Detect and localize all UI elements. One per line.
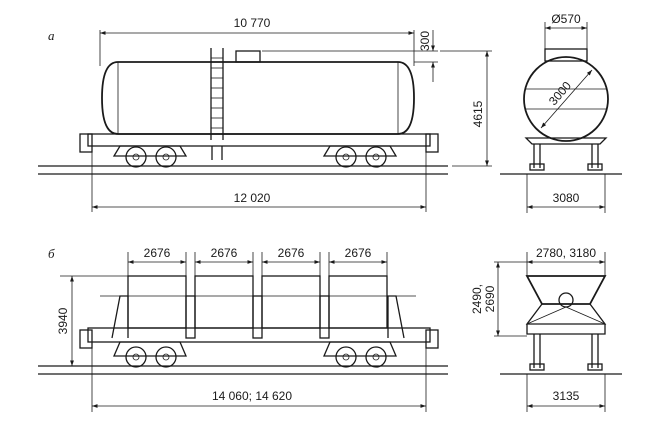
dim-top-width: 2780, 3180 (536, 246, 596, 260)
dim-dome-height: 300 (418, 31, 432, 51)
right-bogie (322, 145, 398, 157)
underframe (87, 133, 431, 147)
dim-car-length-a: 12 020 (234, 191, 271, 205)
dim-tank-length: 10 770 (234, 16, 271, 30)
right-buffer (425, 133, 439, 153)
dim-tank-diameter: 3000 (546, 78, 574, 108)
hopper-bottom (525, 303, 607, 325)
ladder-rungs (211, 57, 223, 129)
container (127, 275, 187, 329)
wheels-a (125, 146, 387, 168)
right-bogie-b (323, 341, 397, 357)
underframe-b (87, 327, 431, 343)
dim-end-width-b: 3135 (553, 389, 580, 403)
tank-end-dome (544, 48, 588, 62)
end-post (387, 295, 405, 339)
dim-container-2: 2676 (211, 246, 238, 260)
right-buffer-b (425, 329, 439, 349)
dim-container-1: 2676 (144, 246, 171, 260)
dim-height-b: 3940 (56, 307, 70, 334)
view-a-end: 3000 Ø570 3080 (500, 12, 622, 213)
left-bogie-b (113, 341, 187, 357)
tank-end-circle (523, 56, 609, 142)
dim-hopper-h2: 2690 (483, 285, 497, 312)
left-buffer-b (79, 329, 93, 349)
dim-car-length-b: 14 060; 14 620 (212, 389, 292, 403)
dim-total-height: 4615 (471, 100, 485, 127)
wheels-b (125, 346, 387, 368)
dim-hopper-h1: 2490, (470, 284, 484, 314)
container (194, 275, 254, 329)
left-buffer (79, 133, 93, 153)
end-frame (524, 137, 608, 145)
end-post (111, 295, 129, 339)
dim-dome-diameter: Ø570 (551, 12, 581, 26)
hopper-top (525, 275, 607, 305)
view-b-label: б (48, 246, 55, 261)
view-a-label: а (48, 28, 55, 43)
end-frame-b (526, 324, 606, 335)
dim-container-4: 2676 (345, 246, 372, 260)
dim-line-tank-diameter (540, 69, 593, 129)
container (328, 275, 388, 329)
view-b-side: б (38, 246, 448, 412)
dim-container-3: 2676 (278, 246, 305, 260)
view-b-end: 2780, 3180 2490, 2690 3135 (470, 246, 622, 412)
tank-dome (235, 50, 261, 63)
container (261, 275, 321, 329)
tank-body (101, 61, 415, 135)
dim-end-width-a: 3080 (553, 191, 580, 205)
view-a-side: а (38, 16, 492, 212)
left-bogie (112, 145, 188, 157)
